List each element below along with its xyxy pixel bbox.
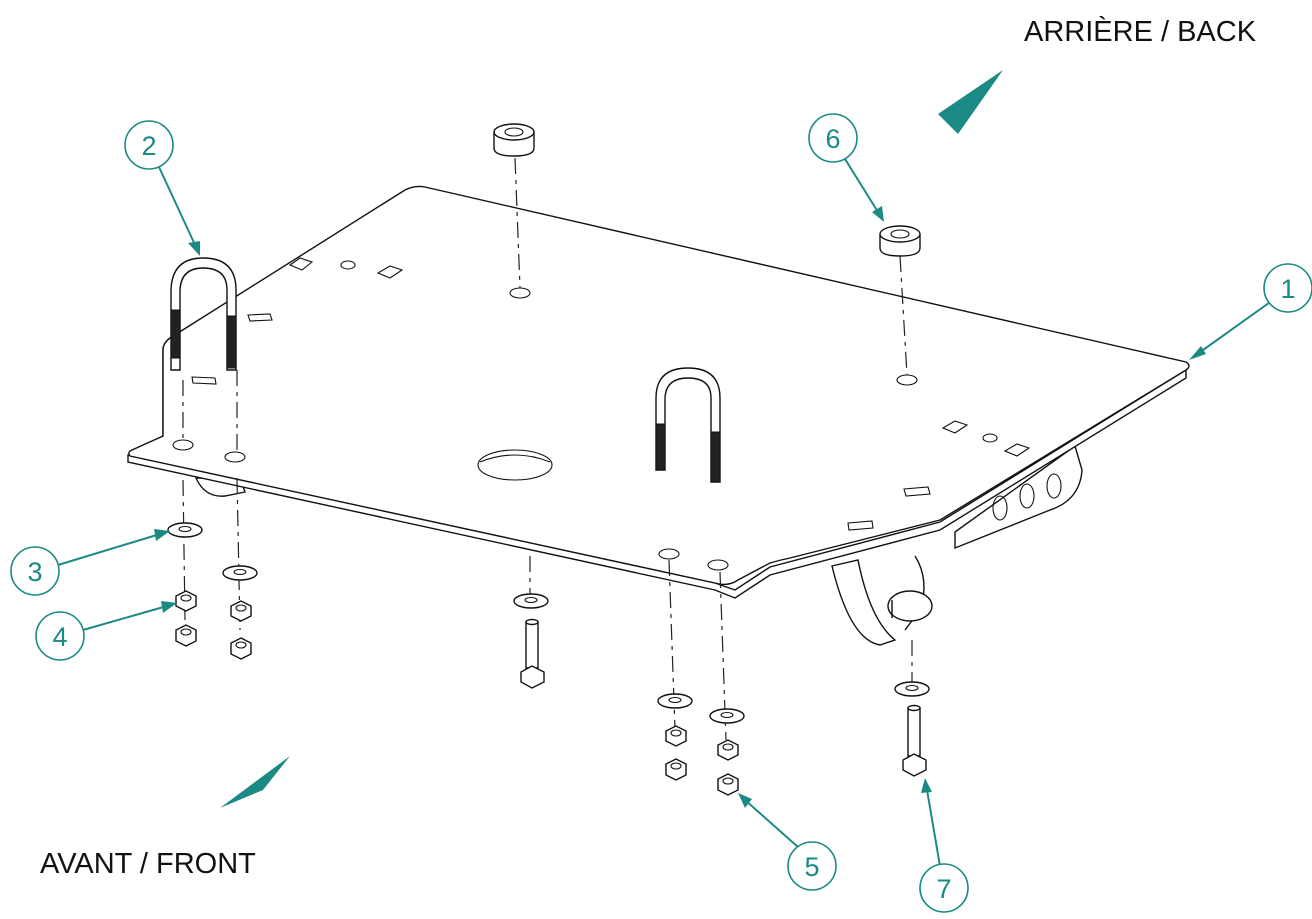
balloon-7: 7 (919, 778, 969, 913)
rear-bracket (831, 444, 1083, 646)
hex-nut (230, 600, 252, 622)
hex-nut (175, 624, 197, 647)
hex-nut (665, 725, 687, 747)
hex-nut (717, 773, 739, 796)
washer (222, 565, 258, 581)
washers (167, 522, 930, 724)
hex-nut (717, 739, 739, 761)
balloon-3: 3 (10, 529, 170, 596)
bolt-right (902, 704, 927, 777)
washer (167, 522, 203, 538)
washer (513, 593, 549, 609)
bolt-center (520, 618, 545, 689)
washer (709, 708, 745, 724)
hex-nut (665, 758, 687, 781)
washer (657, 693, 693, 709)
balloon-6-label: 6 (825, 124, 840, 154)
u-bolt-left (170, 257, 237, 371)
front-direction-arrow (220, 756, 290, 808)
balloon-1-label: 1 (1280, 274, 1295, 304)
front-direction-label: AVANT / FRONT (40, 848, 256, 880)
balloon-1: 1 (1189, 263, 1312, 360)
back-direction-arrow (938, 70, 1003, 134)
hex-nut (230, 637, 252, 660)
balloon-5-label: 5 (804, 852, 819, 882)
spacer-right (879, 225, 921, 257)
hex-nut (175, 590, 197, 612)
balloon-5: 5 (738, 793, 837, 891)
balloon-2-label: 2 (141, 131, 156, 161)
balloon-6: 6 (808, 113, 884, 222)
washer (894, 681, 930, 697)
balloon-3-label: 3 (27, 557, 42, 587)
back-direction-label: ARRIÈRE / BACK (1024, 16, 1257, 48)
balloon-4-label: 4 (52, 622, 67, 652)
balloon-4: 4 (35, 601, 177, 661)
balloon-2: 2 (124, 120, 200, 256)
nuts (175, 590, 739, 796)
spacer-left (493, 123, 535, 157)
balloon-7-label: 7 (936, 874, 951, 904)
u-bolt-right (655, 367, 721, 483)
